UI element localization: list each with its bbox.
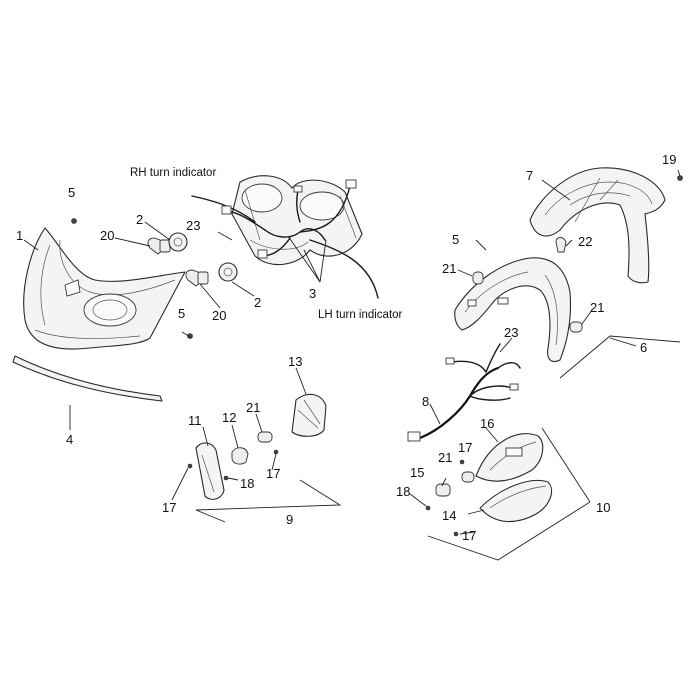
callout-9: 9 [286, 512, 293, 527]
screw-17-front-a [187, 463, 193, 469]
lh-turn-indicator-label: LH turn indicator [318, 309, 403, 321]
callout-18-rear: 18 [396, 484, 410, 499]
headlight-trim-strip [12, 355, 163, 402]
headlight-bulb-lower [185, 269, 209, 287]
callout-20-upper: 20 [100, 228, 114, 243]
tail-bulb-15 [435, 483, 451, 497]
tail-light-lens [479, 480, 553, 523]
callout-17-front-left: 17 [162, 500, 176, 515]
callout-16: 16 [480, 416, 494, 431]
headlight-assembly [23, 227, 186, 350]
rear-bulb-22 [555, 237, 567, 253]
rear-bulb-21-top [472, 271, 484, 285]
callout-2-lower: 2 [254, 295, 261, 310]
rear-grab-rail [529, 167, 666, 284]
screw-17-rear-a [459, 459, 465, 465]
callout-3: 3 [309, 286, 316, 301]
callout-4: 4 [66, 432, 73, 447]
tail-bulb-21 [461, 471, 475, 483]
wiring-harness-indicators [191, 179, 379, 299]
screw-18-rear [425, 505, 431, 511]
callout-20-lower: 20 [212, 308, 226, 323]
callout-15: 15 [410, 465, 424, 480]
callout-13: 13 [288, 354, 302, 369]
indicator-bulb-small [257, 431, 273, 443]
callout-17-rear-top: 17 [458, 440, 472, 455]
rear-wiring-harness [407, 343, 521, 442]
bulb-socket-lower [218, 262, 238, 282]
callout-21-rear-right: 21 [590, 300, 604, 315]
callout-21-rear-top: 21 [442, 261, 456, 276]
callout-18-front: 18 [240, 476, 254, 491]
indicator-bulb-holder [231, 447, 249, 465]
callout-6: 6 [640, 340, 647, 355]
callout-19: 19 [662, 152, 676, 167]
headlight-bulb-upper [147, 237, 171, 255]
callout-5-top-left: 5 [68, 185, 75, 200]
callout-14: 14 [442, 508, 456, 523]
screw-19 [677, 175, 683, 181]
callout-23-right: 23 [504, 325, 518, 340]
callout-10: 10 [596, 500, 610, 515]
screw-5-top-left [71, 218, 77, 224]
callout-11: 11 [188, 413, 202, 428]
screw-18-front [223, 475, 229, 481]
callout-5-mid-left: 5 [178, 306, 185, 321]
rear-cover-frame [454, 257, 572, 363]
rh-turn-indicator-label: RH turn indicator [130, 167, 216, 179]
rear-bulb-21-right [569, 321, 583, 333]
indicator-housing-rear [291, 393, 327, 437]
callout-8: 8 [422, 394, 429, 409]
bulb-socket-upper [168, 232, 188, 252]
callout-12: 12 [222, 410, 236, 425]
callout-2-upper: 2 [136, 212, 143, 227]
screw-17-rear-b [453, 531, 459, 537]
callout-17-front-right: 17 [266, 466, 280, 481]
callout-21-front: 21 [246, 400, 260, 415]
callout-23-left: 23 [186, 218, 200, 233]
tail-light-housing [475, 433, 544, 482]
callout-5-right: 5 [452, 232, 459, 247]
screw-17-front-b [273, 449, 279, 455]
callout-21-rear-bottom: 21 [438, 450, 452, 465]
callout-17-rear-bottom: 17 [462, 528, 476, 543]
callout-7: 7 [526, 168, 533, 183]
instrument-housing [231, 175, 363, 266]
callout-1: 1 [16, 228, 23, 243]
front-indicator-lens [195, 442, 225, 500]
callout-22: 22 [578, 234, 592, 249]
